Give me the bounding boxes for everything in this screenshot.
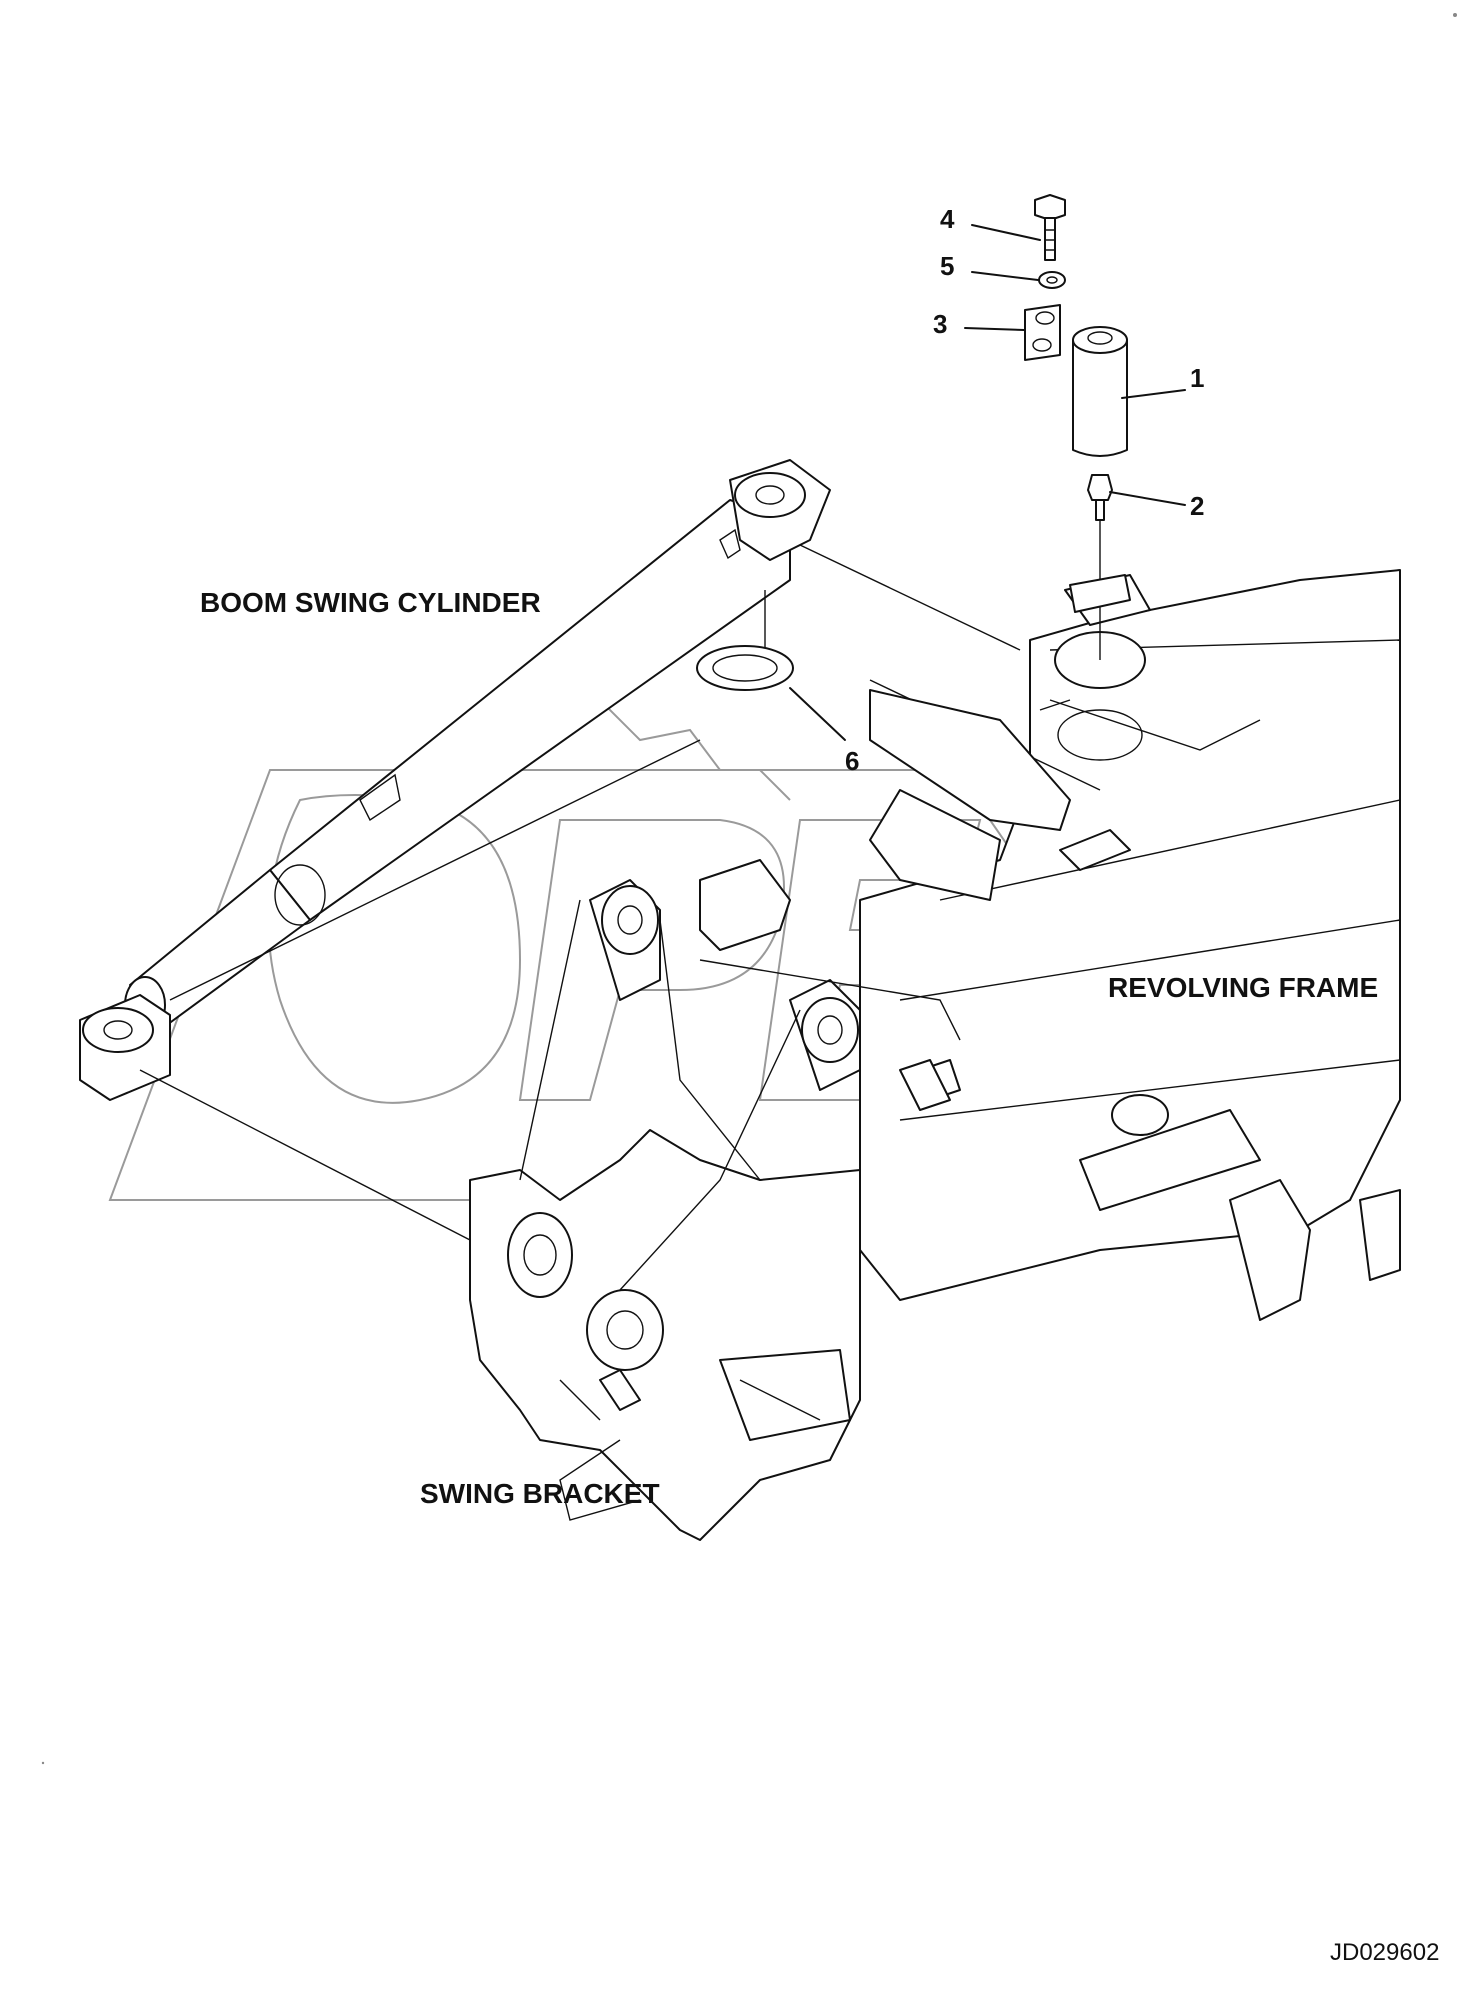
pin-part-1 (1072, 326, 1128, 457)
callout-1: 1 (1190, 363, 1204, 393)
callout-3: 3 (933, 309, 947, 339)
callout-4: 4 (940, 204, 955, 234)
callout-5: 5 (940, 251, 954, 281)
label-revolving-frame: REVOLVING FRAME (1108, 972, 1378, 1003)
washer-part-5 (1038, 271, 1066, 289)
frame-arm-structure (699, 689, 1071, 1111)
drawing-number: JD029602 (1330, 1939, 1439, 1966)
revolving-frame (859, 569, 1401, 1321)
plate-part-3 (1024, 304, 1061, 361)
exploded-pin-assembly (139, 194, 1131, 1241)
callout-2: 2 (1190, 491, 1204, 521)
bolt-part-4 (1034, 194, 1066, 261)
label-boom-swing-cylinder: BOOM SWING CYLINDER (200, 587, 541, 618)
callout-6: 6 (845, 746, 859, 776)
shim-part-6 (696, 645, 794, 691)
leader-lines (789, 224, 1186, 741)
swing-bracket (469, 879, 861, 1541)
boom-swing-cylinder (79, 459, 831, 1101)
corner-mark (1453, 13, 1457, 17)
label-swing-bracket: SWING BRACKET (420, 1478, 660, 1509)
stray-dot (41, 1761, 45, 1765)
grease-fitting-part-2 (1087, 474, 1113, 521)
